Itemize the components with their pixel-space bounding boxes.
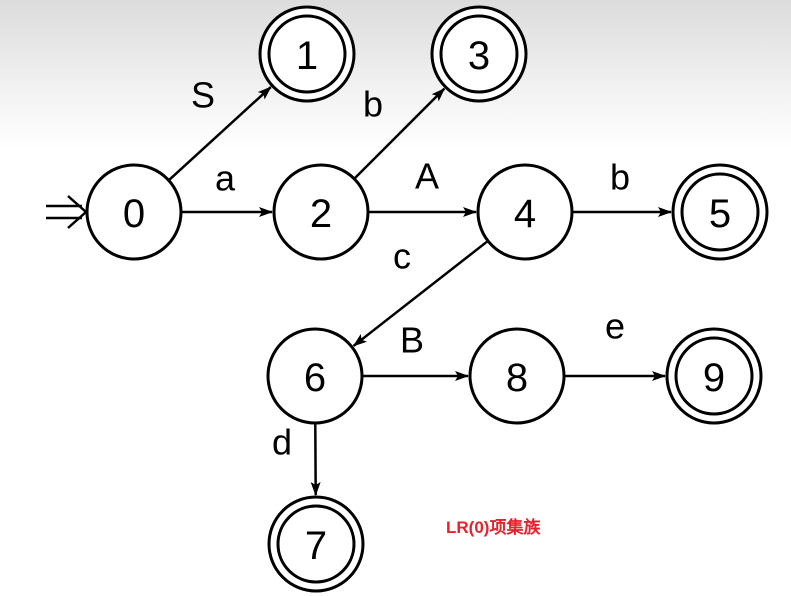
edge-s4-s6: c <box>352 236 489 347</box>
state-node-4: 4 <box>476 163 574 261</box>
state-label: 7 <box>305 524 327 568</box>
diagram-caption: LR(0)项集族 <box>446 518 541 537</box>
edge-label: e <box>605 306 625 347</box>
edge-s2-s4: A <box>368 156 477 217</box>
state-label: 2 <box>310 192 332 236</box>
state-node-1: 1 <box>258 5 356 103</box>
state-label: 5 <box>709 192 731 236</box>
edge-s0-s2: a <box>181 158 273 217</box>
state-node-9: 9 <box>665 327 763 425</box>
state-label: 4 <box>514 192 536 236</box>
state-label: 8 <box>506 356 528 400</box>
accepting-ring <box>680 172 760 252</box>
accepting-ring <box>674 336 754 416</box>
edge-label: B <box>400 320 424 361</box>
edge-s4-s5: b <box>572 157 672 217</box>
accepting-ring <box>439 14 519 94</box>
state-label: 9 <box>703 356 725 400</box>
state-circle <box>430 5 528 103</box>
state-circle <box>476 163 574 261</box>
state-node-2: 2 <box>272 163 370 261</box>
state-circle <box>267 495 365 593</box>
edge-label: a <box>215 158 236 199</box>
edge-s2-s3: b <box>353 84 446 180</box>
state-node-3: 3 <box>430 5 528 103</box>
edge-label: S <box>191 75 215 116</box>
state-circle <box>665 327 763 425</box>
accepting-ring <box>276 504 356 584</box>
accepting-ring <box>267 14 347 94</box>
edge-s6-s8: B <box>362 320 469 381</box>
start-arrow <box>46 195 88 229</box>
state-label: 0 <box>123 192 145 236</box>
state-node-0: 0 <box>85 163 183 261</box>
state-label: 3 <box>468 34 490 78</box>
edge-line <box>352 239 489 347</box>
state-circle <box>272 163 370 261</box>
state-circle <box>468 327 566 425</box>
edge-s0-s1: S <box>167 75 272 182</box>
edge-label: b <box>610 157 630 198</box>
state-node-5: 5 <box>671 163 769 261</box>
edge-line <box>167 86 272 182</box>
edge-label: b <box>363 84 383 125</box>
state-circle <box>671 163 769 261</box>
edge-s6-s7: d <box>272 422 321 497</box>
state-label: 6 <box>304 356 326 400</box>
state-circle <box>266 327 364 425</box>
edge-label: d <box>272 422 292 463</box>
state-node-6: 6 <box>266 327 364 425</box>
state-label: 1 <box>296 34 318 78</box>
edge-label: A <box>415 156 439 197</box>
edge-line <box>353 87 446 180</box>
state-node-7: 7 <box>267 495 365 593</box>
state-node-8: 8 <box>468 327 566 425</box>
edge-label: c <box>393 236 411 277</box>
state-circle <box>258 5 356 103</box>
state-circle <box>85 163 183 261</box>
edge-s8-s9: e <box>564 306 666 381</box>
